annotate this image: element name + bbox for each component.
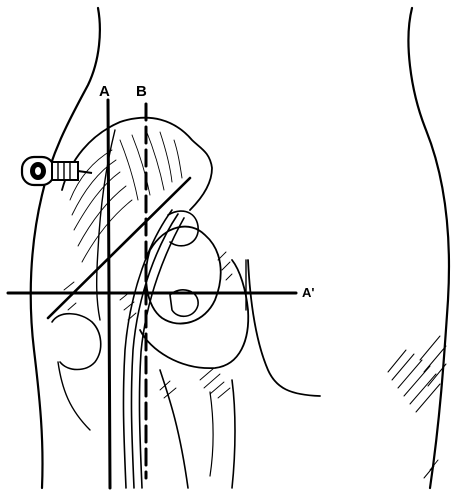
- pelvic-ring: [146, 227, 221, 324]
- pelvic-hatching: [64, 252, 232, 398]
- label-line-a: A: [99, 84, 110, 99]
- gluteal-contour: [140, 260, 248, 368]
- thigh-outer-line: [232, 380, 235, 488]
- left-body-contour: [31, 8, 100, 488]
- thigh-inner-line: [160, 370, 188, 488]
- syringe-icon: [22, 157, 92, 185]
- trochanter: [52, 314, 101, 370]
- right-hatching: [388, 336, 446, 478]
- gluteal-fold: [248, 260, 320, 396]
- thigh-left-line: [58, 362, 90, 430]
- label-line-a-prime: A': [302, 286, 314, 299]
- right-body-contour: [408, 8, 449, 488]
- label-line-b: B: [136, 84, 147, 99]
- thigh-mid-line: [210, 392, 213, 476]
- sciatic-nerve: [123, 210, 184, 488]
